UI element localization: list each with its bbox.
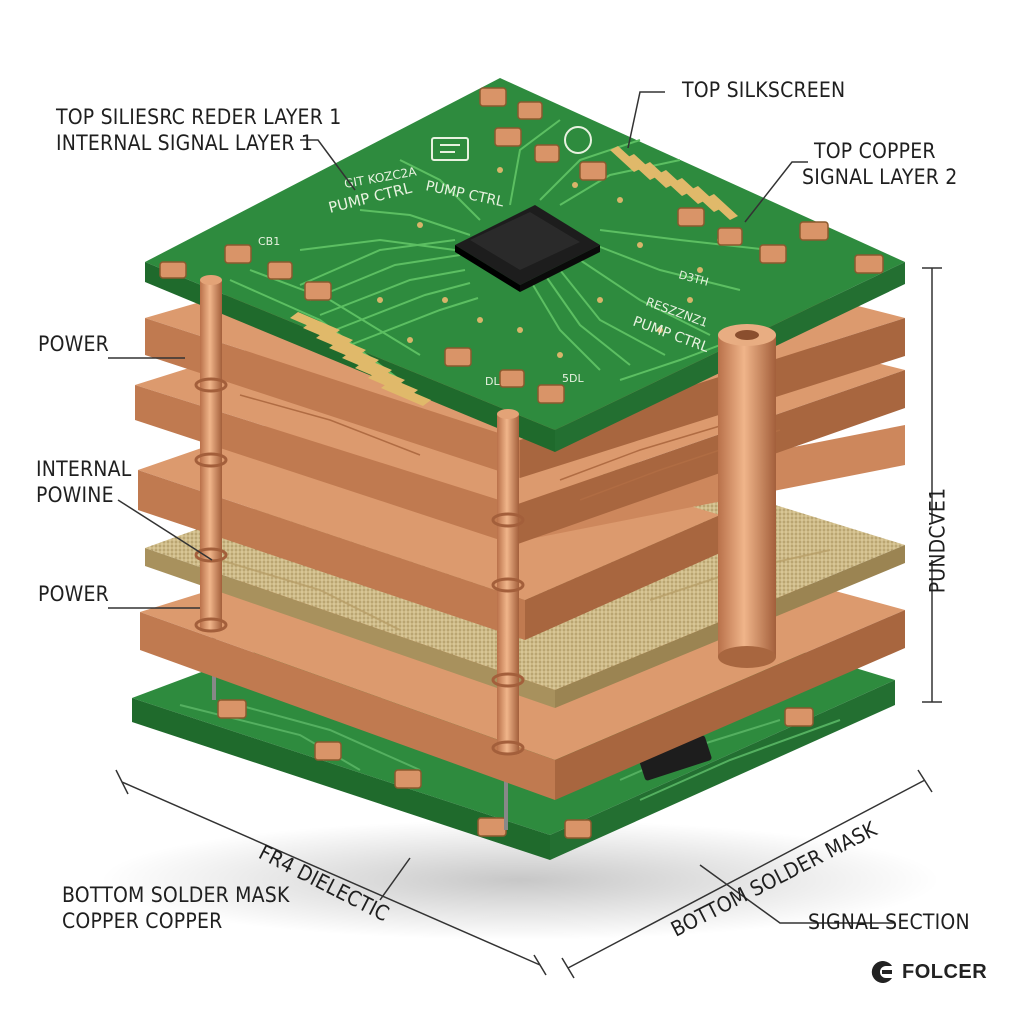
- standoff-left: [196, 275, 226, 631]
- silk-ref-3: DL: [485, 375, 500, 388]
- standoff-center: [493, 409, 523, 754]
- label-top-left-line1: TOP SILIESRC REDER LAYER 1: [56, 104, 341, 130]
- label-power-2: POWER: [38, 584, 109, 605]
- label-internal-power-line2: POWINE: [36, 482, 131, 508]
- label-power-1: POWER: [38, 334, 109, 355]
- label-bottom-left: BOTTOM SOLDER MASK COPPER COPPER: [62, 882, 290, 935]
- standoff-right: [718, 324, 776, 668]
- label-bottom-left-line1: BOTTOM SOLDER MASK: [62, 882, 290, 908]
- brand-name: FOLCER: [902, 961, 987, 984]
- label-internal-power: INTERNAL POWINE: [36, 456, 131, 509]
- label-top-left: TOP SILIESRC REDER LAYER 1 INTERNAL SIGN…: [56, 104, 341, 157]
- label-top-copper-line2: SIGNAL LAYER 2: [802, 164, 957, 190]
- silk-ref-4: 5DL: [562, 372, 584, 385]
- label-top-left-line2: INTERNAL SIGNAL LAYER 1: [56, 130, 341, 156]
- brand-mark: FOLCER: [868, 958, 987, 986]
- label-top-silkscreen: TOP SILKSCREEN: [682, 80, 845, 101]
- silk-ref-1: CB1: [258, 235, 280, 248]
- label-bottom-left-line2: COPPER COPPER: [62, 908, 290, 934]
- label-side-dimension: PUNDCVE1: [927, 488, 948, 594]
- label-top-copper-line1: TOP COPPER: [814, 138, 957, 164]
- folcer-logo-icon: [868, 958, 896, 986]
- label-internal-power-line1: INTERNAL: [36, 456, 131, 482]
- label-signal-section: SIGNAL SECTION: [808, 912, 970, 933]
- label-top-copper: TOP COPPER SIGNAL LAYER 2: [814, 138, 957, 191]
